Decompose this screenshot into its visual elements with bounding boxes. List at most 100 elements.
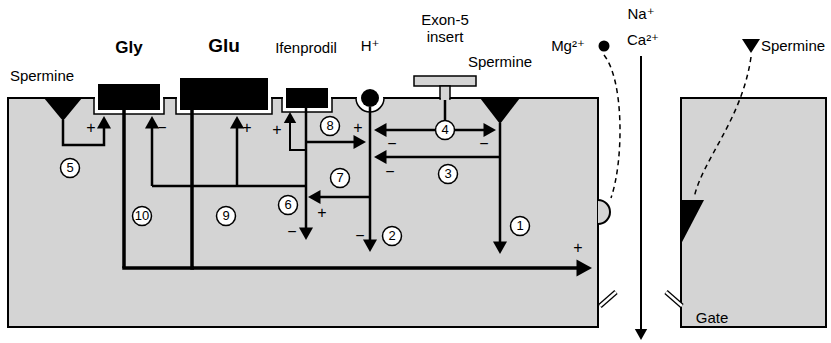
- gate-bar: [666, 292, 682, 306]
- callout-number: 4: [441, 123, 448, 138]
- callout-circle: [217, 207, 236, 226]
- callout-number: 1: [516, 219, 523, 234]
- callout-number: 8: [326, 119, 333, 134]
- stem-join: [441, 97, 449, 100]
- label-text: +: [272, 121, 281, 138]
- callout-circle: [439, 165, 458, 184]
- callout-circle: [511, 217, 530, 236]
- agonist-line: [122, 266, 194, 270]
- modulation-arrow: [236, 126, 239, 186]
- effect-sign: −: [287, 223, 296, 241]
- site-label: Na⁺: [627, 5, 654, 22]
- site-label: H⁺: [361, 37, 380, 54]
- label-text: 9: [222, 208, 229, 223]
- callout-circle: [321, 117, 340, 136]
- label-text: 8: [326, 118, 333, 133]
- callout-circle: [279, 196, 298, 215]
- site-label: Glu: [208, 35, 240, 57]
- label-text: Mg²⁺: [551, 37, 585, 54]
- modulation-arrow: [499, 123, 502, 244]
- spermine-symbol: [44, 98, 82, 121]
- site-label: Exon-5 insert: [413, 11, 477, 46]
- magnesium-ion: [599, 41, 610, 52]
- label-text: −: [385, 163, 394, 180]
- magnesium-site: [598, 200, 610, 224]
- modulation-arrow: [290, 121, 306, 150]
- site-label: Mg²⁺: [551, 37, 585, 54]
- callout-circle: [436, 121, 455, 140]
- modulation-arrow: [151, 126, 154, 186]
- effect-sign: −: [355, 227, 364, 245]
- label-text: Ifenprodil: [275, 39, 337, 56]
- callout-circle: [383, 227, 402, 246]
- label-text: +: [353, 119, 362, 136]
- callout-number: 5: [66, 161, 73, 176]
- callout-number: 9: [222, 209, 229, 224]
- modulation-arrow: [369, 107, 372, 242]
- exon5-insert: [414, 76, 476, 86]
- exon5-stem: [440, 86, 450, 99]
- label-text: 7: [336, 170, 343, 185]
- label-text: −: [157, 119, 166, 136]
- label-text: Exon-5 insert: [421, 11, 469, 45]
- site-label: Spermine: [761, 37, 825, 54]
- effect-sign: +: [242, 119, 251, 137]
- spermine-symbol: [480, 98, 520, 124]
- callout-number: 10: [135, 209, 149, 224]
- ligand-site: [286, 88, 328, 108]
- modulation-arrow: [305, 108, 308, 230]
- label-text: Glu: [208, 35, 240, 56]
- agonist-line: [122, 110, 126, 268]
- label-text: −: [479, 135, 488, 152]
- block-path: [604, 55, 620, 198]
- modulation-arrow: [306, 141, 356, 144]
- site-label: Ifenprodil: [275, 39, 337, 56]
- label-text: 6: [284, 197, 291, 212]
- callout-number: 3: [444, 167, 451, 182]
- label-text: +: [573, 239, 582, 256]
- effect-sign: +: [573, 239, 582, 257]
- spermine-symbol: [742, 39, 760, 53]
- ligand-site: [180, 78, 268, 110]
- proton-site: [361, 89, 379, 107]
- effect-sign: −: [385, 163, 394, 181]
- label-text: Gate: [696, 309, 729, 326]
- label-text: 10: [135, 208, 149, 223]
- label-text: +: [317, 204, 326, 221]
- label-text: 2: [388, 228, 395, 243]
- gate-bar-fill: [600, 292, 616, 306]
- effect-sign: −: [479, 135, 488, 153]
- label-text: Ca²⁺: [627, 31, 659, 48]
- callout-circle: [331, 169, 350, 188]
- label-text: 3: [444, 166, 451, 181]
- effect-sign: +: [353, 119, 362, 137]
- modulation-line: [152, 185, 306, 188]
- callout-number: 6: [284, 198, 291, 213]
- label-text: H⁺: [361, 37, 380, 54]
- gating-arrow: [192, 110, 580, 268]
- label-text: −: [355, 227, 364, 244]
- effect-sign: −: [157, 119, 166, 137]
- callout-number: 7: [336, 171, 343, 186]
- gate-bar-fill: [666, 292, 682, 306]
- effect-sign: +: [86, 119, 95, 137]
- modulation-arrow: [384, 156, 500, 159]
- callout-circle: [61, 159, 80, 178]
- effect-sign: −: [387, 135, 396, 153]
- site-label: Spermine: [10, 67, 74, 84]
- label-text: +: [242, 119, 251, 136]
- label-text: Gly: [115, 38, 142, 57]
- site-label: Gate: [696, 309, 729, 326]
- gate-bar: [600, 292, 616, 306]
- callout-number: 2: [388, 229, 395, 244]
- label-text: −: [287, 223, 296, 240]
- label-text: −: [387, 135, 396, 152]
- receptor-body: [681, 98, 826, 327]
- label-text: 5: [66, 160, 73, 175]
- label-text: Spermine: [468, 53, 532, 70]
- ion-flow-arrow: [640, 56, 642, 331]
- label-text: 4: [441, 122, 448, 137]
- block-path: [694, 57, 751, 198]
- effect-sign: +: [317, 204, 326, 222]
